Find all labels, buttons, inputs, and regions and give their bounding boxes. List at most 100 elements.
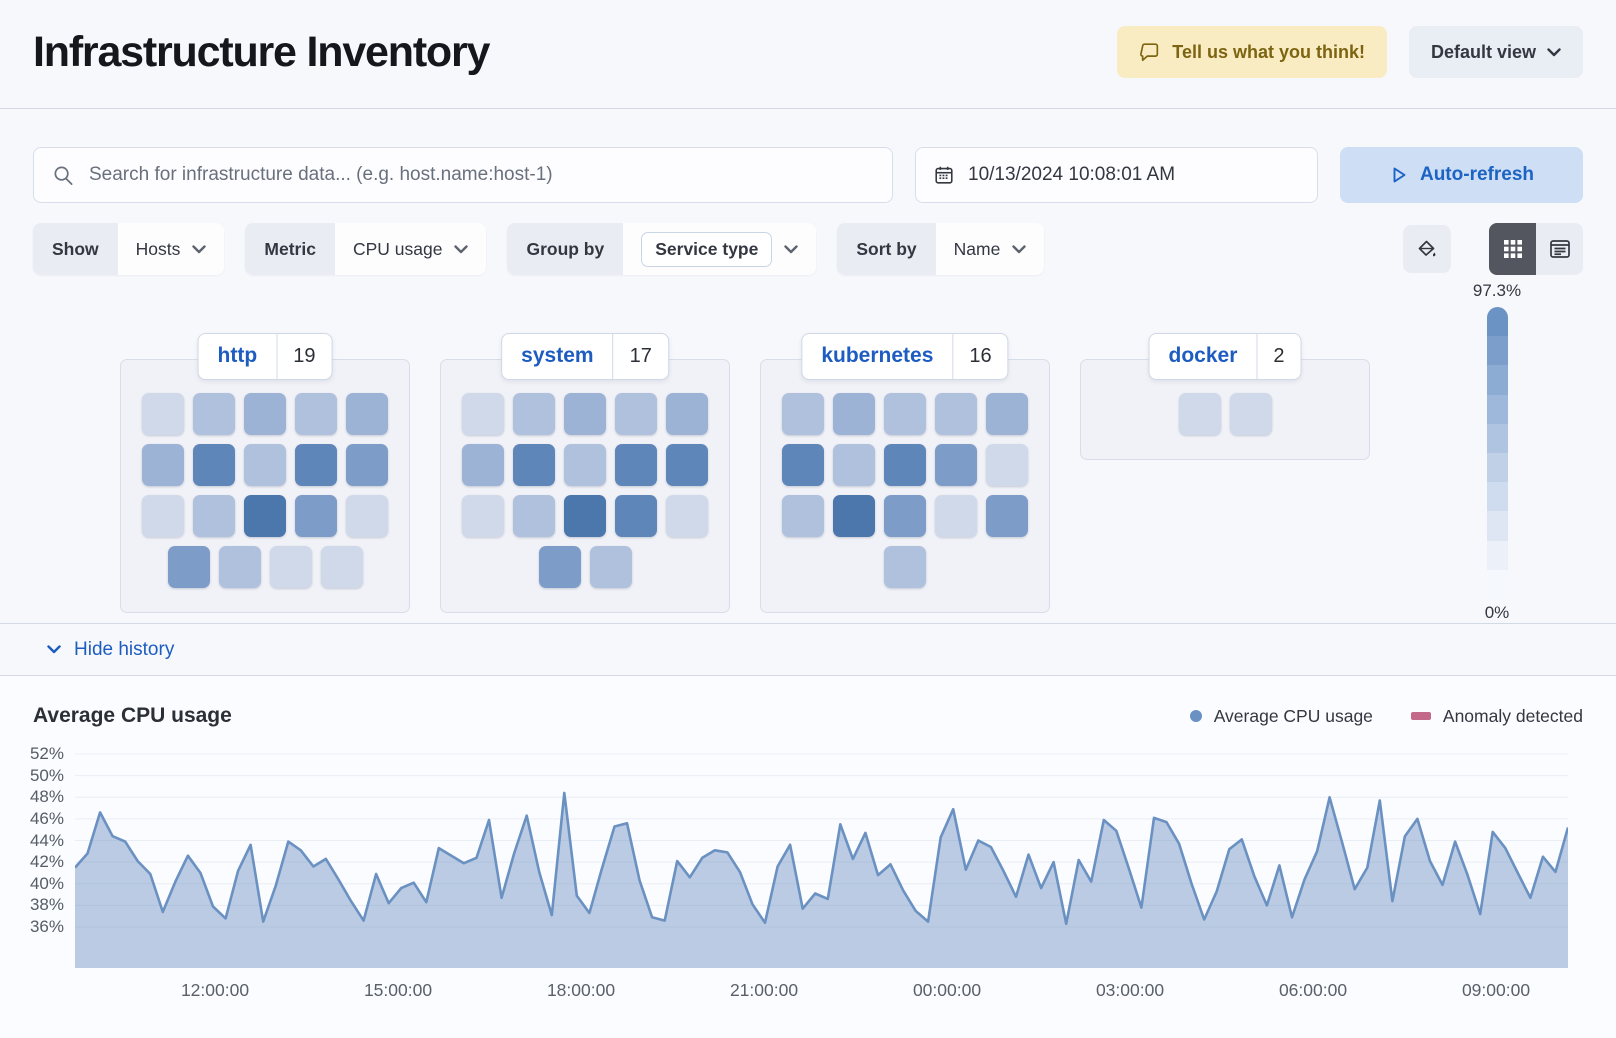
- cpu-usage-area-fill: [75, 792, 1568, 968]
- group-badge-docker[interactable]: docker 2: [1148, 333, 1302, 380]
- host-cell[interactable]: [193, 444, 235, 486]
- group-count: 17: [629, 345, 652, 367]
- show-selector[interactable]: Show Hosts: [33, 223, 225, 275]
- group-count: 2: [1273, 345, 1285, 367]
- host-cell[interactable]: [244, 393, 286, 435]
- host-cell[interactable]: [589, 546, 632, 588]
- host-cell[interactable]: [935, 495, 977, 537]
- x-tick-label: 09:00:00: [1461, 980, 1531, 1000]
- paint-bucket-icon: [1415, 237, 1439, 261]
- waffle-row: [142, 495, 388, 537]
- host-cell[interactable]: [884, 393, 926, 435]
- hide-history-toggle[interactable]: Hide history: [0, 623, 1616, 676]
- host-cell[interactable]: [935, 444, 977, 486]
- host-cell[interactable]: [666, 393, 708, 435]
- badge-divider: [952, 334, 954, 379]
- host-cell[interactable]: [986, 444, 1028, 486]
- host-cell[interactable]: [142, 495, 184, 537]
- fill-color-button[interactable]: [1403, 225, 1451, 273]
- legend-item-average-cpu[interactable]: Average CPU usage: [1189, 706, 1373, 727]
- host-cell[interactable]: [564, 444, 606, 486]
- search-icon: [52, 164, 75, 187]
- host-cell[interactable]: [1178, 393, 1221, 435]
- host-cell[interactable]: [782, 495, 824, 537]
- host-cell[interactable]: [833, 393, 875, 435]
- auto-refresh-button[interactable]: Auto-refresh: [1340, 147, 1583, 203]
- legend-item-anomaly[interactable]: Anomaly detected: [1410, 706, 1583, 727]
- feedback-button[interactable]: Tell us what you think!: [1117, 26, 1387, 78]
- host-cell[interactable]: [884, 444, 926, 486]
- host-cell[interactable]: [320, 546, 363, 588]
- sort-by-selector[interactable]: Sort by Name: [837, 223, 1045, 275]
- scale-segment: [1486, 482, 1508, 512]
- host-cell[interactable]: [513, 444, 555, 486]
- host-cell[interactable]: [462, 495, 504, 537]
- host-cell[interactable]: [538, 546, 581, 588]
- host-cell[interactable]: [193, 495, 235, 537]
- host-cell[interactable]: [833, 495, 875, 537]
- search-box[interactable]: [33, 147, 893, 203]
- host-cell[interactable]: [244, 495, 286, 537]
- host-cell[interactable]: [615, 495, 657, 537]
- inventory-toolbar: Show Hosts Metric CPU usage Group by Ser…: [0, 203, 1616, 275]
- scale-segment: [1486, 394, 1508, 424]
- host-cell[interactable]: [142, 444, 184, 486]
- host-cell[interactable]: [346, 495, 388, 537]
- host-cell[interactable]: [833, 444, 875, 486]
- host-cell[interactable]: [218, 546, 261, 588]
- host-cell[interactable]: [462, 444, 504, 486]
- host-cell[interactable]: [666, 444, 708, 486]
- host-cell[interactable]: [564, 393, 606, 435]
- history-chart-section: Average CPU usage Average CPU usage Anom…: [0, 676, 1616, 1038]
- y-tick-label: 42%: [29, 852, 64, 872]
- host-cell[interactable]: [193, 393, 235, 435]
- y-tick-label: 36%: [29, 917, 64, 937]
- sort-by-value: Name: [953, 238, 1001, 259]
- view-selector-button[interactable]: Default view: [1408, 26, 1583, 78]
- host-cell[interactable]: [244, 444, 286, 486]
- host-cell[interactable]: [462, 393, 504, 435]
- date-picker[interactable]: 10/13/2024 10:08:01 AM: [915, 147, 1318, 203]
- host-cell[interactable]: [295, 495, 337, 537]
- host-cell[interactable]: [142, 393, 184, 435]
- host-cell[interactable]: [295, 444, 337, 486]
- badge-divider: [612, 334, 614, 379]
- host-cell[interactable]: [269, 546, 312, 588]
- host-cell[interactable]: [615, 393, 657, 435]
- map-view-button[interactable]: [1489, 223, 1536, 275]
- host-cell[interactable]: [167, 546, 210, 588]
- host-cell[interactable]: [666, 495, 708, 537]
- group-name: http: [217, 344, 258, 367]
- scale-segment: [1486, 511, 1508, 541]
- group-by-selector[interactable]: Group by Service type: [507, 223, 817, 275]
- host-cell[interactable]: [884, 546, 926, 588]
- x-tick-label: 15:00:00: [363, 980, 433, 1000]
- host-cell[interactable]: [782, 393, 824, 435]
- host-cell[interactable]: [564, 495, 606, 537]
- header-actions: Tell us what you think! Default view: [1117, 26, 1583, 78]
- host-cell[interactable]: [615, 444, 657, 486]
- group-name: docker: [1168, 344, 1238, 367]
- host-cell[interactable]: [513, 393, 555, 435]
- host-cell[interactable]: [513, 495, 555, 537]
- waffle-row: [1102, 393, 1348, 435]
- metric-selector[interactable]: Metric CPU usage: [245, 223, 487, 275]
- table-view-button[interactable]: [1536, 223, 1583, 275]
- host-cell[interactable]: [986, 393, 1028, 435]
- search-input[interactable]: [89, 164, 874, 186]
- host-cell[interactable]: [1229, 393, 1272, 435]
- host-cell[interactable]: [782, 444, 824, 486]
- host-cell[interactable]: [935, 393, 977, 435]
- sort-by-label: Sort by: [837, 223, 936, 275]
- host-cell[interactable]: [295, 393, 337, 435]
- host-cell[interactable]: [986, 495, 1028, 537]
- scale-min-label: 0%: [1484, 603, 1510, 622]
- host-cell[interactable]: [346, 393, 388, 435]
- host-cell[interactable]: [346, 444, 388, 486]
- host-cell[interactable]: [884, 495, 926, 537]
